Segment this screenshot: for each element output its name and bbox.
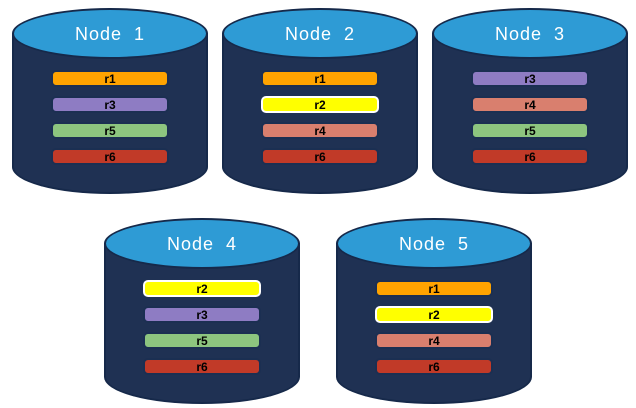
replica-bar: r6: [143, 358, 261, 375]
replica-label: r6: [524, 149, 536, 164]
replica-label: r3: [524, 71, 536, 86]
replica-label: r6: [196, 359, 208, 374]
replica-bar: r2: [261, 96, 379, 113]
replica-bar-list: r1 r3 r5 r6: [12, 70, 208, 165]
replica-bar-list: r2 r3 r5 r6: [104, 280, 300, 375]
cylinder-top: Node 1: [12, 8, 208, 59]
replica-label: r4: [524, 97, 536, 112]
replica-label: r1: [428, 281, 440, 296]
node-title: Node 3: [494, 24, 566, 44]
replica-label: r2: [428, 307, 440, 322]
replica-label: r6: [428, 359, 440, 374]
node-cylinder-4: Node 4 r2 r3 r5 r6: [104, 218, 300, 404]
node-row-top: Node 1 r1 r3 r5 r6 Node 2: [12, 8, 628, 194]
replica-bar: r2: [143, 280, 261, 297]
replica-label: r6: [314, 149, 326, 164]
replica-label: r3: [196, 307, 208, 322]
node-cylinder-1: Node 1 r1 r3 r5 r6: [12, 8, 208, 194]
node-cylinder-2: Node 2 r1 r2 r4 r6: [222, 8, 418, 194]
cylinder-top: Node 3: [432, 8, 628, 59]
replica-bar-list: r1 r2 r4 r6: [336, 280, 532, 375]
replica-label: r2: [314, 97, 326, 112]
node-title: Node 5: [398, 234, 470, 254]
replica-bar: r3: [51, 96, 169, 113]
replica-label: r4: [428, 333, 440, 348]
replica-bar: r5: [471, 122, 589, 139]
node-cylinder-3: Node 3 r3 r4 r5 r6: [432, 8, 628, 194]
replica-label: r4: [314, 123, 326, 138]
node-title: Node 2: [284, 24, 356, 44]
node-row-bottom: Node 4 r2 r3 r5 r6 Node 5: [0, 218, 636, 404]
cylinder-top: Node 5: [336, 218, 532, 269]
replica-bar: r1: [51, 70, 169, 87]
replica-bar-list: r1 r2 r4 r6: [222, 70, 418, 165]
cylinder-body: [104, 243, 300, 404]
cylinder-body: [336, 243, 532, 404]
node-title: Node 4: [166, 234, 238, 254]
cylinder-body: [12, 33, 208, 194]
replica-bar: r4: [471, 96, 589, 113]
replica-bar: r5: [51, 122, 169, 139]
replica-label: r1: [314, 71, 326, 86]
replica-label: r2: [196, 281, 208, 296]
replica-label: r6: [104, 149, 116, 164]
cylinder-body: [432, 33, 628, 194]
replica-bar-list: r3 r4 r5 r6: [432, 70, 628, 165]
replica-bar: r6: [471, 148, 589, 165]
replica-label: r5: [104, 123, 116, 138]
replica-bar: r6: [375, 358, 493, 375]
replica-bar: r5: [143, 332, 261, 349]
replica-bar: r6: [51, 148, 169, 165]
replica-label: r3: [104, 97, 116, 112]
node-title: Node 1: [74, 24, 146, 44]
replica-bar: r6: [261, 148, 379, 165]
replica-label: r1: [104, 71, 116, 86]
replica-bar: r1: [375, 280, 493, 297]
node-cylinder-5: Node 5 r1 r2 r4 r6: [336, 218, 532, 404]
replica-bar: r4: [261, 122, 379, 139]
cylinder-top: Node 4: [104, 218, 300, 269]
replica-bar: r1: [261, 70, 379, 87]
cylinder-top: Node 2: [222, 8, 418, 59]
replica-bar: r3: [471, 70, 589, 87]
replica-bar: r2: [375, 306, 493, 323]
replica-label: r5: [524, 123, 536, 138]
replica-bar: r3: [143, 306, 261, 323]
cylinder-body: [222, 33, 418, 194]
replica-label: r5: [196, 333, 208, 348]
replica-bar: r4: [375, 332, 493, 349]
